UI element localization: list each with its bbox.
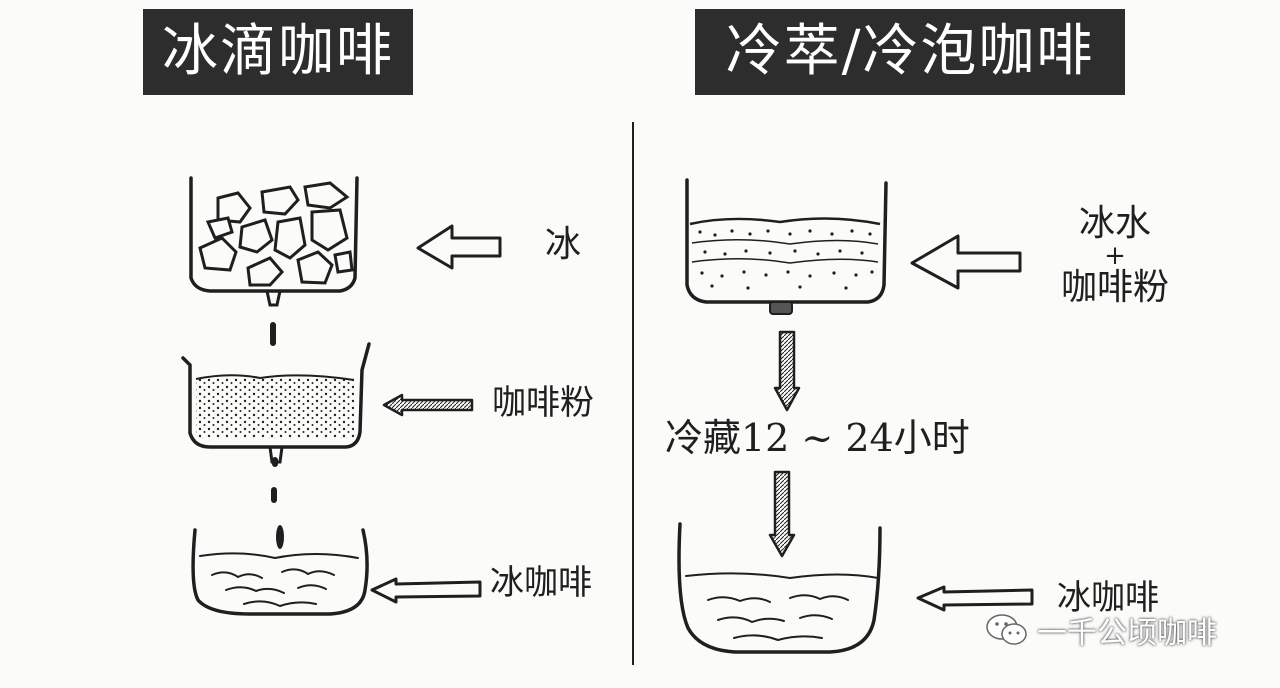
label-coffee-grounds: 咖啡粉 bbox=[492, 383, 594, 423]
ice-cubes bbox=[198, 181, 354, 287]
left-title: 冰滴咖啡 bbox=[143, 9, 413, 95]
watermark-text: 一千公顷咖啡 bbox=[1037, 616, 1217, 651]
label-plus: + bbox=[1104, 241, 1126, 271]
ice-container bbox=[189, 176, 359, 307]
grounds-container bbox=[181, 342, 371, 464]
wechat-icon bbox=[986, 614, 1027, 645]
label-ice-water: 冰水 bbox=[1078, 203, 1151, 244]
arrow-ice bbox=[416, 224, 502, 270]
label-input-block: 冰水 + 咖啡粉 bbox=[1040, 203, 1190, 309]
label-refrigerate: 冷藏12 ~ 24小时 bbox=[665, 416, 970, 460]
label-ice: 冰 bbox=[545, 224, 582, 265]
left-coffee-cup bbox=[191, 528, 369, 616]
down-arrow-bottom bbox=[768, 470, 796, 558]
arrow-left-output bbox=[370, 577, 482, 604]
label-ice-coffee-left: 冰咖啡 bbox=[490, 563, 592, 603]
label-ice-coffee-right: 冰咖啡 bbox=[1057, 578, 1159, 618]
right-title: 冷萃/冷泡咖啡 bbox=[695, 9, 1125, 95]
coldbrew-container bbox=[685, 178, 888, 315]
right-coffee-cup bbox=[677, 522, 882, 654]
arrow-right-input bbox=[910, 234, 1022, 290]
arrow-right-output bbox=[916, 585, 1034, 612]
down-arrow-top bbox=[773, 330, 801, 412]
label-coffee-grounds-right: 咖啡粉 bbox=[1060, 267, 1169, 308]
watermark: 一千公顷咖啡 bbox=[985, 610, 1217, 651]
arrow-grounds bbox=[382, 393, 474, 417]
drip-drops bbox=[270, 322, 284, 549]
